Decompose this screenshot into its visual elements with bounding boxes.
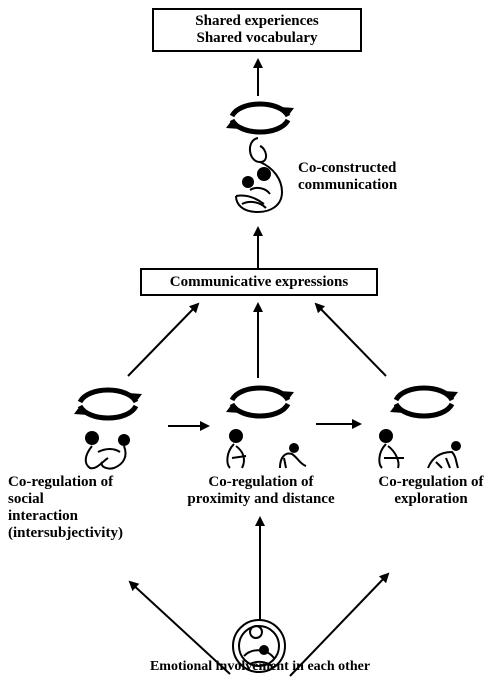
caregiver-child-pair-icon — [84, 431, 130, 470]
arrow-left-to-expressions — [127, 302, 200, 377]
arrow-right-to-expressions — [314, 302, 387, 377]
proximity-distance-label: Co-regulation of proximity and distance — [187, 474, 335, 507]
exploration-label: Co-regulation of exploration — [378, 474, 484, 507]
shared-experiences-box: Shared experiences Shared vocabulary — [152, 8, 362, 52]
embrace-icon — [232, 619, 286, 673]
shared-vocabulary-label: Shared vocabulary — [196, 30, 318, 46]
arrow-bottom-to-right — [289, 572, 390, 677]
shared-experiences-label: Shared experiences — [195, 13, 319, 29]
social-interaction-label: Co-regulation of social interaction (int… — [8, 474, 123, 541]
communicative-expressions-label: Communicative expressions — [169, 273, 349, 290]
caregiver-child-pair-icon — [226, 429, 307, 469]
embrace-icon — [235, 137, 284, 214]
caregiver-child-pair-icon — [378, 429, 461, 469]
circular-arrows-icon — [390, 385, 458, 419]
emotional-involvement-label: Emotional involvement in each other — [149, 659, 371, 674]
circular-arrows-icon — [226, 101, 294, 135]
co-constructed-label: Co-constructed communication — [298, 160, 398, 193]
communicative-expressions-box: Communicative expressions — [140, 268, 378, 296]
circular-arrows-icon — [226, 385, 294, 419]
arrow-bottom-to-left — [128, 580, 231, 675]
circular-arrows-icon — [74, 387, 142, 421]
